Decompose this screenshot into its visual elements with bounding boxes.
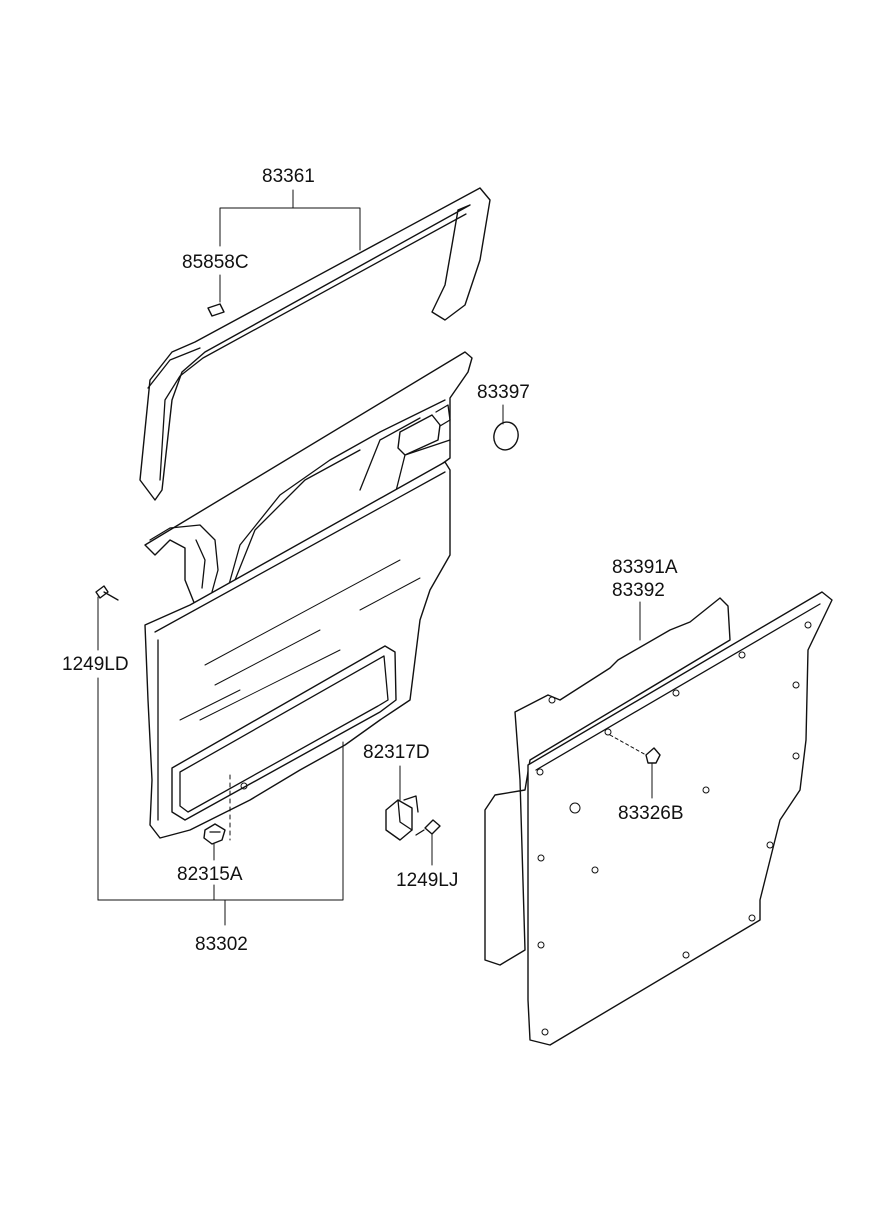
- clip-83326B: [609, 734, 661, 764]
- label-1249LD: 1249LD: [62, 654, 129, 675]
- window-frame-weatherstrip: [139, 187, 491, 501]
- label-83392: 83392: [612, 580, 665, 601]
- label-82317D: 82317D: [363, 742, 430, 763]
- screw-1249LJ: [415, 819, 441, 836]
- bracket-82317D: [385, 795, 419, 841]
- label-85858C: 85858C: [182, 252, 249, 273]
- label-1249LJ: 1249LJ: [396, 870, 458, 891]
- clip-85858C: [207, 303, 225, 317]
- label-83302: 83302: [195, 934, 248, 955]
- label-82315A: 82315A: [177, 864, 243, 885]
- label-83326B: 83326B: [618, 803, 684, 824]
- leader-lines: [97, 189, 653, 926]
- door-sealing-film: [484, 597, 731, 966]
- inner-trim-board: [527, 591, 833, 1046]
- lower-door-trim-panel: [144, 461, 451, 841]
- label-83391A: 83391A: [612, 557, 678, 578]
- screw-1249LD: [95, 585, 119, 601]
- fastener-82315A: [203, 823, 226, 845]
- upper-door-trim: [144, 351, 473, 606]
- label-83397: 83397: [477, 382, 530, 403]
- plug-83397: [493, 421, 519, 451]
- label-83361: 83361: [262, 166, 315, 187]
